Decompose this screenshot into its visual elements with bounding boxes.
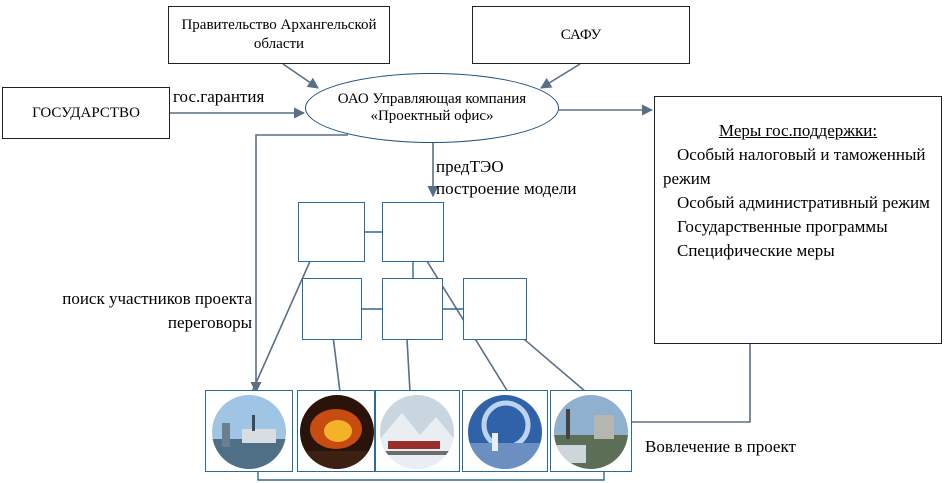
support-measures-title: Меры гос.поддержки: — [718, 121, 878, 140]
label-model: построение модели — [436, 179, 577, 198]
support-measure-item: Особый административный режим — [663, 191, 933, 215]
label-negotiations: переговоры — [167, 313, 252, 332]
model-box-6 — [463, 278, 527, 340]
label-guarantee: гос.гарантия — [173, 87, 265, 106]
support-measure-text: Государственные программы — [677, 217, 888, 236]
node-safu: САФУ — [472, 6, 690, 64]
node-company-label: ОАО Управляющая компания «Проектный офис… — [337, 91, 527, 124]
label-feasibility: предТЭО — [436, 157, 504, 176]
support-measure-text: Особый административный режим — [677, 193, 930, 212]
participant-image-metallurgy — [297, 390, 375, 472]
bracket-under-tiles — [257, 472, 605, 481]
support-measure-item: Государственные программы — [663, 215, 933, 239]
participant-image-port — [205, 390, 293, 472]
label-search: поиск участников проекта — [62, 289, 252, 308]
node-safu-label: САФУ — [560, 26, 602, 43]
node-state-label: ГОСУДАРСТВО — [32, 104, 140, 121]
label-involvement: Вовлечение в проект — [645, 437, 796, 456]
support-measure-item: Специфические меры — [663, 239, 933, 263]
support-measures-list: Особый налоговый и таможенный режим Особ… — [663, 143, 933, 263]
model-box-4 — [302, 278, 362, 340]
support-measure-text: Особый налоговый и таможенный режим — [663, 145, 926, 188]
participant-image-railway — [375, 390, 460, 472]
port-photo — [212, 395, 286, 469]
label-search-group: поиск участников проекта переговоры — [0, 287, 252, 335]
model-box-1 — [298, 202, 365, 262]
metallurgy-photo — [300, 395, 374, 469]
model-box-2 — [382, 202, 444, 262]
energy-photo — [468, 395, 542, 469]
arrow-measures-to-involvement — [596, 344, 751, 428]
node-company: ОАО Управляющая компания «Проектный офис… — [305, 73, 559, 143]
railway-photo — [380, 395, 454, 469]
model-box-5 — [382, 278, 443, 340]
label-feasibility-group: предТЭО построение модели — [436, 156, 577, 200]
node-gov-region: Правительство Архангельской области — [168, 6, 390, 64]
arrow-safu-to-company — [540, 63, 581, 89]
support-measure-item: Особый налоговый и таможенный режим — [663, 143, 933, 191]
arrow-company-to-participants — [250, 134, 348, 394]
participant-image-energy — [462, 390, 548, 472]
support-measures-box: Меры гос.поддержки: Особый налоговый и т… — [654, 96, 942, 344]
node-state: ГОСУДАРСТВО — [2, 87, 170, 139]
industry-photo — [554, 395, 628, 469]
support-measure-text: Специфические меры — [677, 241, 835, 260]
participant-image-industry — [550, 390, 632, 472]
arrow-gov-to-company — [282, 63, 319, 89]
node-gov-region-label: Правительство Архангельской области — [181, 17, 377, 52]
